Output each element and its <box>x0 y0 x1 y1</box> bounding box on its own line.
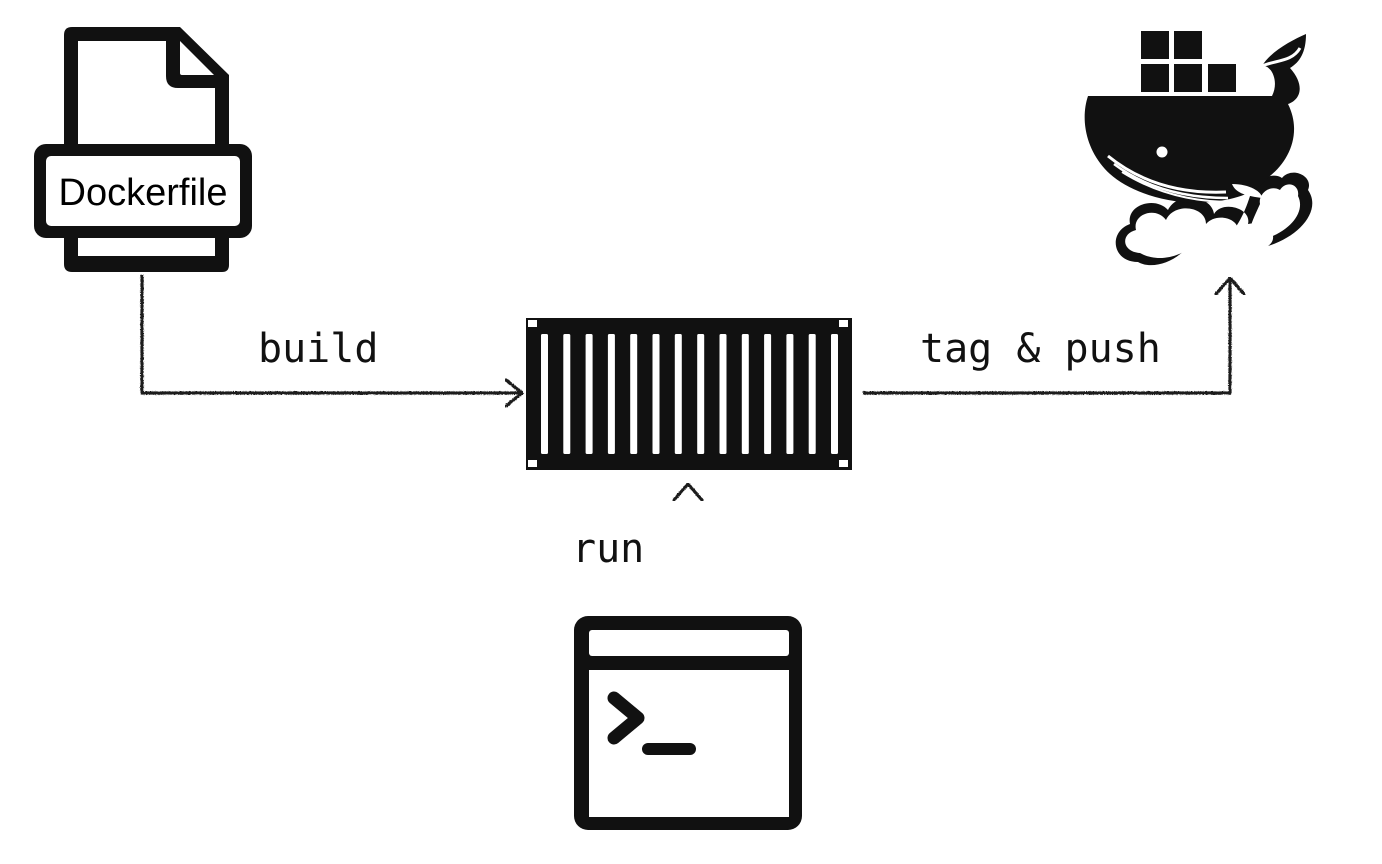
run-arrowhead <box>672 482 704 502</box>
build-arrow <box>140 274 524 395</box>
edge-run: run <box>572 482 704 610</box>
container-slot <box>607 334 615 454</box>
prompt-chevron-icon <box>607 691 645 745</box>
container-slot <box>652 334 660 454</box>
container-slot <box>786 334 794 454</box>
container-node <box>526 318 852 470</box>
docker-whale-cloud-icon <box>1084 31 1313 266</box>
cargo-blocks <box>1141 31 1236 92</box>
cloud-icon <box>1115 172 1313 266</box>
container-slot <box>674 334 682 454</box>
container-slot <box>697 334 705 454</box>
container-ribs <box>541 334 838 454</box>
container-slot <box>764 334 772 454</box>
container-slot <box>808 334 816 454</box>
edge-build: build <box>140 274 524 408</box>
dockerfile-node: Dockerfile <box>34 27 252 272</box>
run-label: run <box>572 526 644 572</box>
container-slot <box>541 334 548 454</box>
terminal-node <box>574 616 802 830</box>
whale-icon <box>1084 34 1306 203</box>
container-slot <box>741 334 749 454</box>
registry-node <box>1084 31 1313 266</box>
container-slot <box>585 334 593 454</box>
tag-push-arrowhead <box>1214 276 1246 296</box>
container-slot <box>831 334 838 454</box>
edge-tag-push: tag & push <box>862 276 1246 395</box>
container-slot <box>630 334 638 454</box>
terminal-icon <box>574 616 802 830</box>
build-arrowhead <box>504 378 524 408</box>
container-slot <box>719 334 727 454</box>
dockerfile-label: Dockerfile <box>59 172 228 214</box>
container-slot <box>563 334 571 454</box>
tag-push-arrow <box>862 278 1232 395</box>
tag-push-label: tag & push <box>920 326 1161 372</box>
shipping-container-icon <box>526 318 852 470</box>
build-label: build <box>258 326 378 372</box>
